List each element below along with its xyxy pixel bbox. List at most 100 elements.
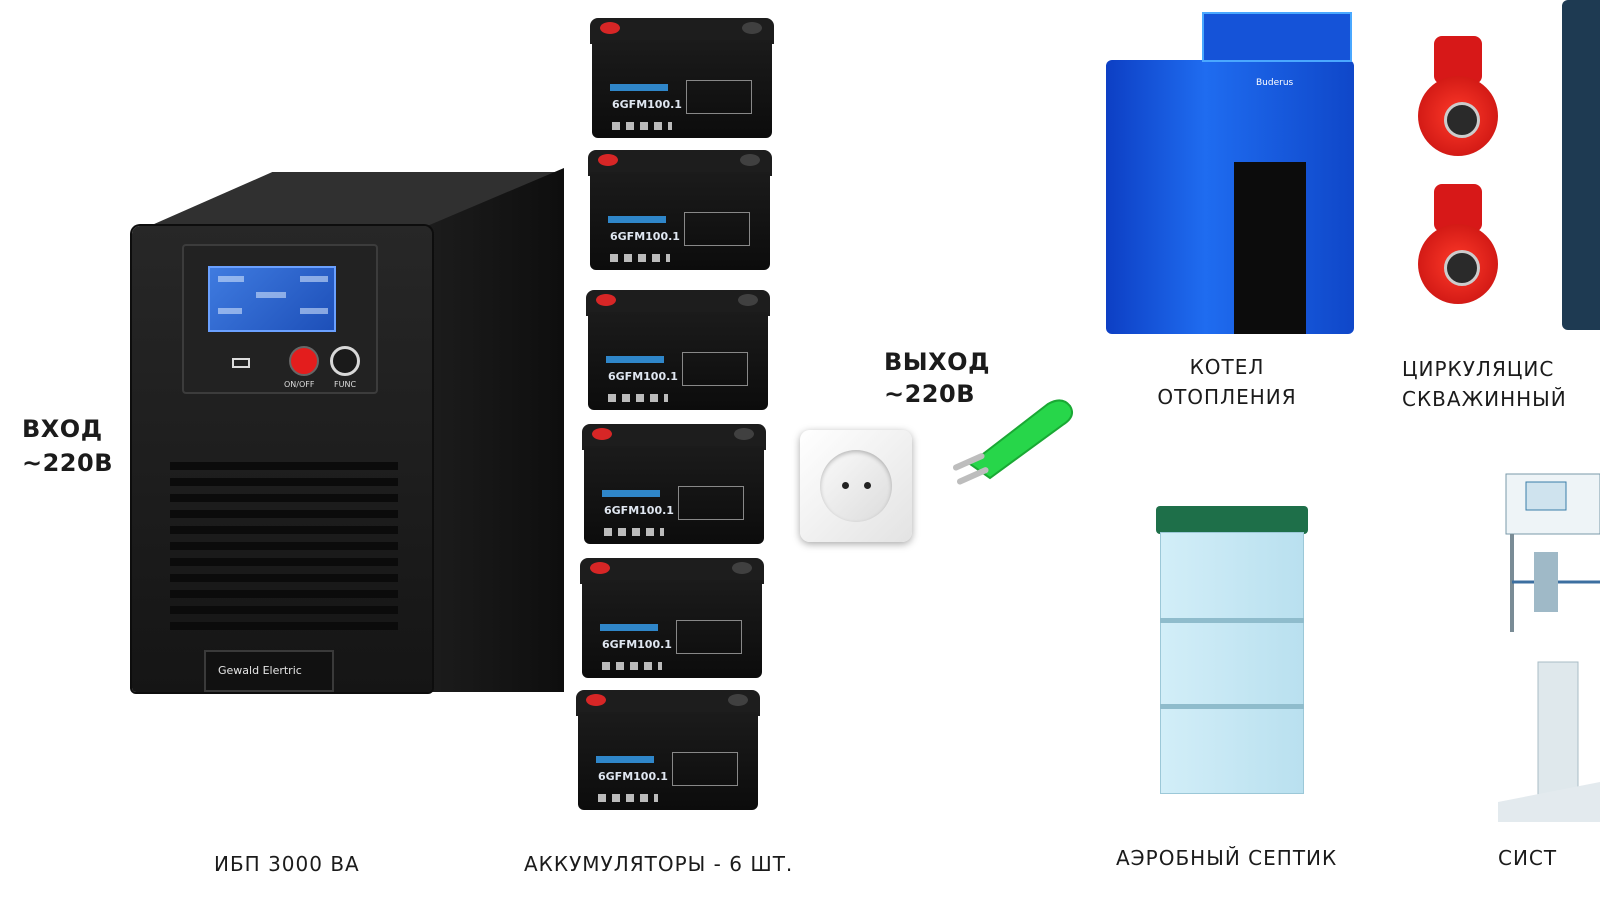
pump-dial (1444, 250, 1480, 286)
battery-body: 6GFM100.1 (590, 172, 770, 270)
battery-cert-marks (602, 662, 662, 670)
ups-lcd-display (208, 266, 336, 332)
ups-brand-plate: Gewald Elertric (204, 650, 334, 692)
battery-strip (608, 216, 666, 223)
battery-cert-marks (598, 794, 658, 802)
boiler-brand: Buderus (1256, 78, 1294, 88)
negative-terminal (728, 694, 748, 706)
battery-spec-box (682, 352, 748, 386)
battery-top (588, 150, 772, 176)
plug-icon (952, 399, 1073, 485)
power-button[interactable] (289, 346, 319, 376)
ups-vent-slot (170, 558, 398, 566)
water-system-diagram (1498, 473, 1600, 822)
battery-3: 6GFM100.1 (586, 290, 770, 410)
socket-hole-right (864, 482, 871, 489)
ups-vent-slot (170, 510, 398, 518)
battery-body: 6GFM100.1 (592, 40, 772, 138)
ups-brand-name: Gewald Elertric (218, 664, 302, 677)
battery-cert-marks (612, 122, 672, 130)
battery-cert-marks (608, 394, 668, 402)
positive-terminal (586, 694, 606, 706)
battery-status-icon (232, 358, 250, 368)
func-label: FUNC (334, 380, 357, 389)
output-label: ВЫХОД ~220В (884, 346, 990, 410)
output-label-line2: ~220В (884, 380, 975, 408)
battery-spec-box (684, 212, 750, 246)
edge-device-partial (1562, 0, 1600, 330)
battery-2: 6GFM100.1 (588, 150, 772, 270)
negative-terminal (738, 294, 758, 306)
boiler-label-line1: КОТЕЛ (1189, 355, 1265, 379)
battery-spec-box (686, 80, 752, 114)
ups-vent-slot (170, 622, 398, 630)
ups-vent-slot (170, 574, 398, 582)
battery-top (586, 290, 770, 316)
battery-6: 6GFM100.1 (576, 690, 760, 810)
battery-4: 6GFM100.1 (582, 424, 766, 544)
socket-face (820, 450, 892, 522)
output-label-line1: ВЫХОД (884, 348, 990, 376)
battery-model: 6GFM100.1 (608, 370, 678, 383)
battery-top (582, 424, 766, 450)
positive-terminal (590, 562, 610, 574)
ups-control-panel: ON/OFF FUNC (182, 244, 378, 394)
battery-cert-marks (610, 254, 670, 262)
ups-unit: ON/OFF FUNC Gewald Elertric (132, 168, 564, 692)
battery-top (580, 558, 764, 584)
ups-vent-slot (170, 606, 398, 614)
negative-terminal (734, 428, 754, 440)
pump-dial (1444, 102, 1480, 138)
battery-body: 6GFM100.1 (578, 712, 758, 810)
battery-spec-box (676, 620, 742, 654)
battery-strip (600, 624, 658, 631)
ups-vent-slot (170, 462, 398, 470)
battery-spec-box (672, 752, 738, 786)
system-label: СИСТ (1498, 846, 1558, 870)
battery-body: 6GFM100.1 (582, 580, 762, 678)
input-label-line2: ~220В (22, 449, 113, 477)
battery-strip (606, 356, 664, 363)
battery-top (576, 690, 760, 716)
battery-model: 6GFM100.1 (598, 770, 668, 783)
circulation-pump-2 (1408, 184, 1508, 312)
boiler-label-line2: ОТОПЛЕНИЯ (1157, 385, 1297, 409)
ups-label: ИБП 3000 ВА (214, 852, 360, 876)
negative-terminal (740, 154, 760, 166)
input-label: ВХОД ~220В (22, 412, 113, 480)
battery-spec-box (678, 486, 744, 520)
battery-model: 6GFM100.1 (604, 504, 674, 517)
battery-top (590, 18, 774, 44)
ups-vent-slot (170, 590, 398, 598)
boiler-label: КОТЕЛ ОТОПЛЕНИЯ (1150, 352, 1304, 412)
positive-terminal (600, 22, 620, 34)
battery-model: 6GFM100.1 (610, 230, 680, 243)
ups-vent-slot (170, 542, 398, 550)
battery-cert-marks (604, 528, 664, 536)
battery-5: 6GFM100.1 (580, 558, 764, 678)
battery-model: 6GFM100.1 (612, 98, 682, 111)
input-label-line1: ВХОД (22, 415, 103, 443)
ups-side-face (428, 168, 564, 692)
aerobic-septic-tank (1156, 506, 1308, 794)
battery-1: 6GFM100.1 (590, 18, 774, 138)
wall-socket-icon (800, 430, 912, 542)
septic-seam (1160, 704, 1304, 709)
negative-terminal (732, 562, 752, 574)
battery-body: 6GFM100.1 (588, 312, 768, 410)
septic-body (1160, 532, 1304, 794)
pumps-label: ЦИРКУЛЯЦИС СКВАЖИННЫЙ (1402, 354, 1567, 414)
boiler-door (1234, 162, 1306, 334)
battery-model: 6GFM100.1 (602, 638, 672, 651)
func-button[interactable] (330, 346, 360, 376)
battery-body: 6GFM100.1 (584, 446, 764, 544)
batteries-label: АККУМУЛЯТОРЫ - 6 ШТ. (524, 852, 794, 876)
pumps-label-line2: СКВАЖИННЫЙ (1402, 387, 1567, 411)
positive-terminal (598, 154, 618, 166)
boiler-control-unit (1202, 12, 1352, 62)
circulation-pump-1 (1408, 36, 1508, 164)
ups-vent-slot (170, 526, 398, 534)
battery-strip (596, 756, 654, 763)
negative-terminal (742, 22, 762, 34)
on-off-label: ON/OFF (284, 380, 315, 389)
